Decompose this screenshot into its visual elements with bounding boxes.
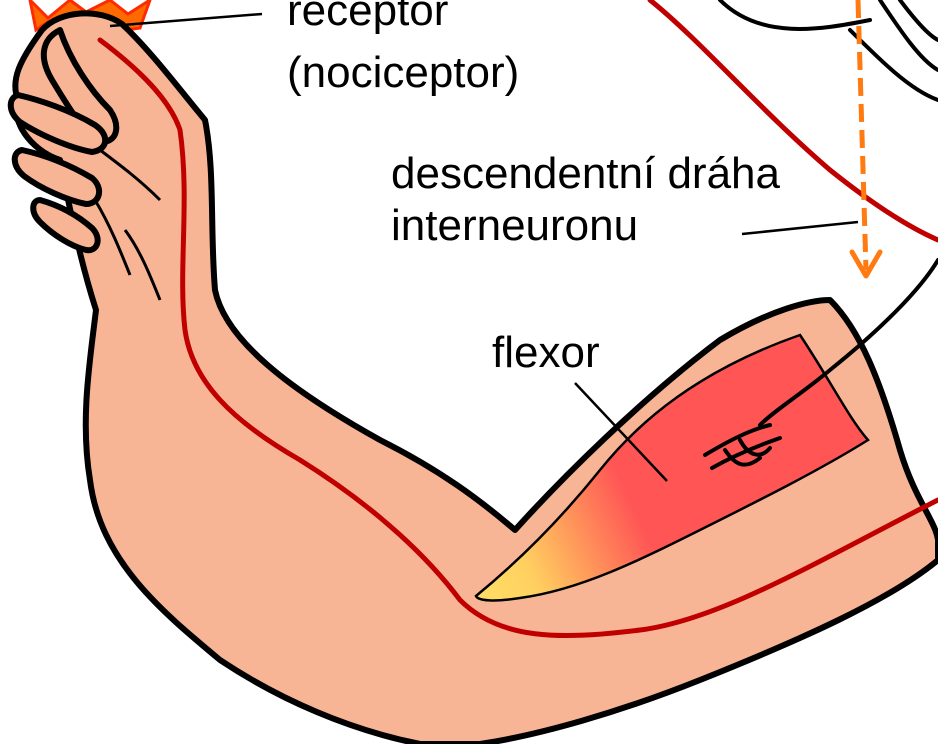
interneuron-label: interneuronu bbox=[391, 201, 638, 250]
sensory-nerve-upper bbox=[650, 0, 938, 240]
spinal-cord-lines bbox=[720, 0, 938, 100]
descending-path-label: descendentní dráha bbox=[391, 149, 781, 198]
flexor-label: flexor bbox=[492, 328, 600, 377]
nociceptor-label: (nociceptor) bbox=[287, 48, 519, 97]
descending-leader bbox=[742, 222, 858, 234]
receptor-label: receptor bbox=[287, 0, 448, 35]
